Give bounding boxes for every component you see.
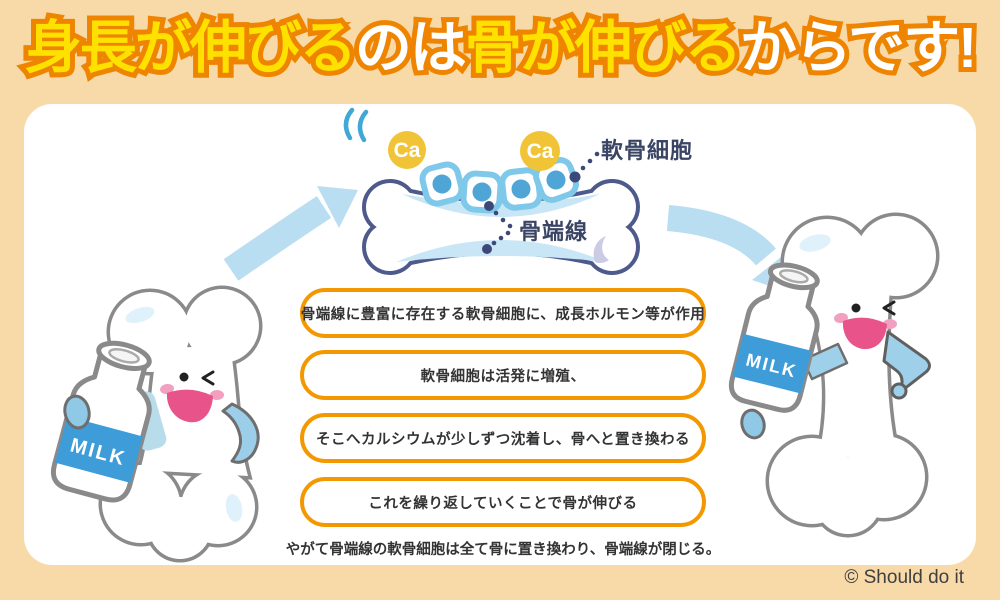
step-text: 骨端線に豊富に存在する軟骨細胞に、成長ホルモン等が作用 [300,306,706,323]
step-box-4: これを繰り返していくことで骨が伸びる [300,477,706,527]
title-segment: 骨が伸びる [460,11,747,85]
step-text: そこへカルシウムが少しずつ沈着し、骨へと置き換わる [316,431,690,448]
title-segment: のは [350,11,472,85]
step-box-3: そこへカルシウムが少しずつ沈着し、骨へと置き換わる [300,413,706,463]
cartilage-cell-label: 軟骨細胞 [601,138,694,163]
copyright-text: © Should do it [844,567,964,588]
page-title: 身長が伸びるのは骨が伸びるからです! [0,10,1000,87]
step-text: これを繰り返していくことで骨が伸びる [368,495,638,512]
title-segment: からです! [735,11,982,85]
closing-note: やがて骨端線の軟骨細胞は全て骨に置き換わり、骨端線が閉じる。 [285,542,721,558]
step-box-1: 骨端線に豊富に存在する軟骨細胞に、成長ホルモン等が作用 [300,288,706,338]
epiphyseal-line-label: 骨端線 [519,219,589,244]
title-segment: 身長が伸びる [20,11,362,85]
step-text: 軟骨細胞は活発に増殖、 [420,368,586,385]
step-box-2: 軟骨細胞は活発に増殖、 [300,350,706,400]
